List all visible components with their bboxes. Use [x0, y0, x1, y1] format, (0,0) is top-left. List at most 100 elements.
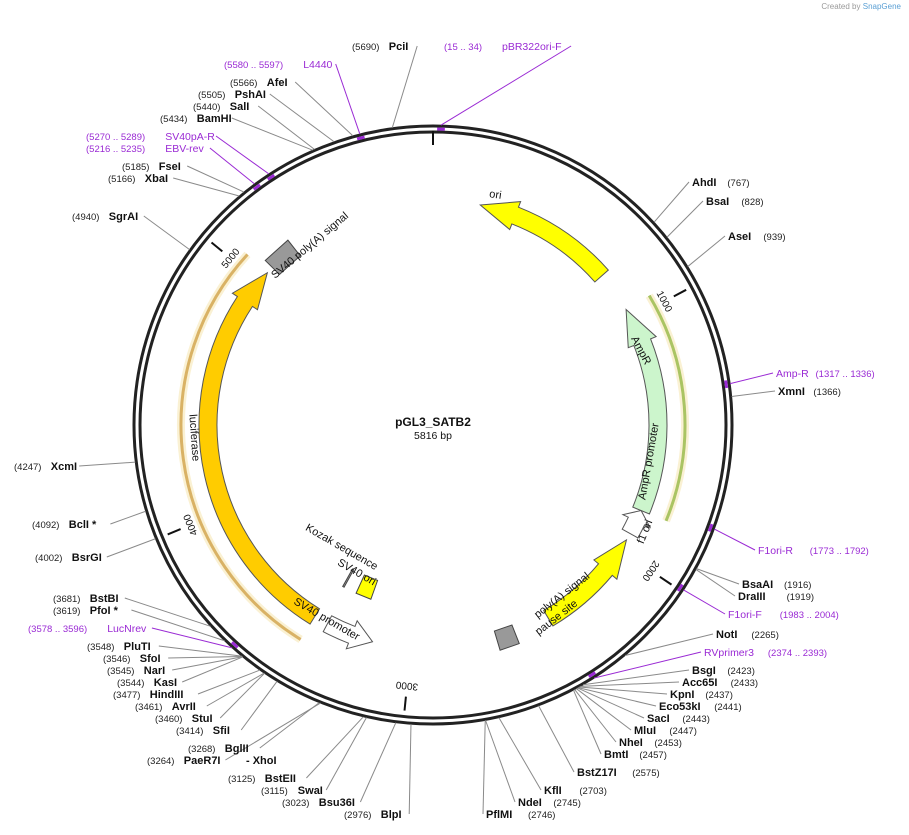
- tick-mark-4000: [167, 528, 181, 536]
- label-pos-l4440: (5580 .. 5597): [224, 60, 283, 71]
- label-pos-bamhi: (5434): [160, 114, 187, 125]
- leader-line-amp-r: [730, 372, 774, 385]
- label-pos-xbai: (5166): [108, 174, 135, 185]
- leader-line-asei: [687, 235, 726, 267]
- label-name-paer7i: PaeR7I: [184, 755, 221, 767]
- label-name-lucnrev: LucNrev: [107, 623, 147, 635]
- label-pos-draiii: (1919): [787, 592, 814, 603]
- tick-mark-3000: [403, 696, 407, 711]
- label-name-pflmi: PflMI: [486, 809, 512, 821]
- tick-mark-1000: [673, 288, 687, 298]
- leader-line-nari: [172, 656, 243, 671]
- feature-f1-ori: [542, 538, 628, 627]
- highlight-glow-ampr-hl: [645, 293, 689, 523]
- primer-site-f1ori-f: [676, 583, 684, 592]
- snapgene-brand: SnapGene: [862, 2, 901, 11]
- leader-line-xcmi: [79, 461, 136, 467]
- label-pos-rvprimer3: (2374 .. 2393): [768, 648, 827, 659]
- label-pos-avrii: (3461): [135, 702, 162, 713]
- leader-line-pcii: [391, 45, 418, 128]
- label-name-xbai: XbaI: [145, 173, 168, 185]
- label-pos-afei: (5566): [230, 78, 257, 89]
- label-pos-pshai: (5505): [198, 90, 225, 101]
- label-pos-kpni: (2437): [705, 690, 732, 701]
- leader-line-stui: [219, 672, 265, 719]
- label-pos-bsgi: (2423): [727, 666, 754, 677]
- label-name-f1ori-r: F1ori-R: [758, 545, 793, 557]
- label-pos-hindiii: (3477): [113, 690, 140, 701]
- credit-prefix: Created by: [821, 2, 861, 11]
- label-name-pshai: PshAI: [235, 89, 266, 101]
- label-pos-pcii: (5690): [352, 42, 379, 53]
- label-name-saci: SacI: [647, 713, 670, 725]
- highlight-glow-luc-hl: [177, 251, 303, 643]
- label-name-bsaai: BsaAI: [742, 579, 773, 591]
- leader-line-pbr322ori-f: [440, 45, 572, 126]
- label-name-asei: AseI: [728, 231, 751, 243]
- label-pos-nhei: (2453): [654, 738, 681, 749]
- leader-line-bstz17i: [538, 705, 575, 773]
- feature-label-luciferase: luciferase: [186, 414, 201, 462]
- feature-kozak: [342, 568, 355, 588]
- feature-label-ori: ori: [489, 188, 503, 202]
- label-pos-bglii: (3268): [188, 744, 215, 755]
- label-name-ndei: NdeI: [518, 797, 542, 809]
- leader-line-pshai: [269, 93, 335, 143]
- label-name-pbr322ori-f: pBR322ori-F: [502, 41, 562, 53]
- leader-line-nhei: [574, 689, 617, 743]
- leader-line-ahdi: [653, 181, 690, 223]
- label-name-xmni: XmnI: [778, 386, 805, 398]
- label-name-hindiii: HindIII: [150, 689, 184, 701]
- leader-line-afei: [294, 81, 354, 137]
- leader-line-bsrgi: [106, 538, 156, 558]
- leader-line-ebv-rev: [209, 147, 255, 185]
- label-pos-pfoi: (3619): [53, 606, 80, 617]
- leader-line-pfoi: [131, 609, 225, 642]
- leader-line-bsgi: [583, 669, 690, 686]
- label-name-bsu36i: Bsu36I: [319, 797, 355, 809]
- label-name-bglii: BglII: [225, 743, 249, 755]
- leader-line-eco53ki: [577, 687, 657, 707]
- tick-mark-2000: [659, 576, 673, 586]
- leader-line-lucnrev: [151, 627, 233, 649]
- label-pos-bsteii: (3125): [228, 774, 255, 785]
- primer-site-rvprimer3: [587, 671, 597, 678]
- label-pos-kfli: (2703): [579, 786, 606, 797]
- label-pos-bcli: (4092): [32, 520, 59, 531]
- leader-line-bsaai: [696, 568, 740, 585]
- label-pos-kasi: (3544): [117, 678, 144, 689]
- plasmid-name: pGL3_SATB2: [395, 415, 471, 429]
- primer-site-l4440: [356, 135, 365, 141]
- label-pos-sali: (5440): [193, 102, 220, 113]
- feature-sv40-promoter: [322, 615, 374, 650]
- label-name-nari: NarI: [144, 665, 165, 677]
- label-name-xhoi: - XhoI: [246, 755, 277, 767]
- label-name-amp-r: Amp-R: [776, 368, 809, 380]
- label-name-bsai: BsaI: [706, 196, 729, 208]
- feature-ampr: [625, 308, 668, 515]
- label-pos-swai: (3115): [261, 786, 288, 797]
- leader-line-bamhi: [231, 117, 313, 151]
- leader-line-sfoi: [168, 656, 243, 659]
- label-pos-pflmi: (2746): [528, 810, 555, 821]
- label-name-eco53ki: Eco53kI: [659, 701, 701, 713]
- feature-polya-pause: [493, 624, 520, 651]
- label-name-stui: StuI: [192, 713, 213, 725]
- label-name-bamhi: BamHI: [197, 113, 232, 125]
- label-pos-ndei: (2745): [553, 798, 580, 809]
- label-name-kfli: KflI: [544, 785, 562, 797]
- label-pos-sfii: (3414): [176, 726, 203, 737]
- leader-line-kpni: [579, 686, 668, 695]
- label-pos-eco53ki: (2441): [714, 702, 741, 713]
- label-pos-fsei: (5185): [122, 162, 149, 173]
- label-pos-bsu36i: (3023): [282, 798, 309, 809]
- feature-ampr-promoter: [621, 509, 652, 539]
- label-pos-paer7i: (3264): [147, 756, 174, 767]
- label-pos-sgrai: (4940): [72, 212, 99, 223]
- label-pos-ahdi: (767): [727, 178, 749, 189]
- label-pos-sfoi: (3546): [103, 654, 130, 665]
- leader-line-pluti: [158, 645, 242, 657]
- label-name-acc65i: Acc65I: [682, 677, 717, 689]
- leader-line-bcli: [110, 510, 146, 525]
- label-pos-sv40pa-r: (5270 .. 5289): [86, 132, 145, 143]
